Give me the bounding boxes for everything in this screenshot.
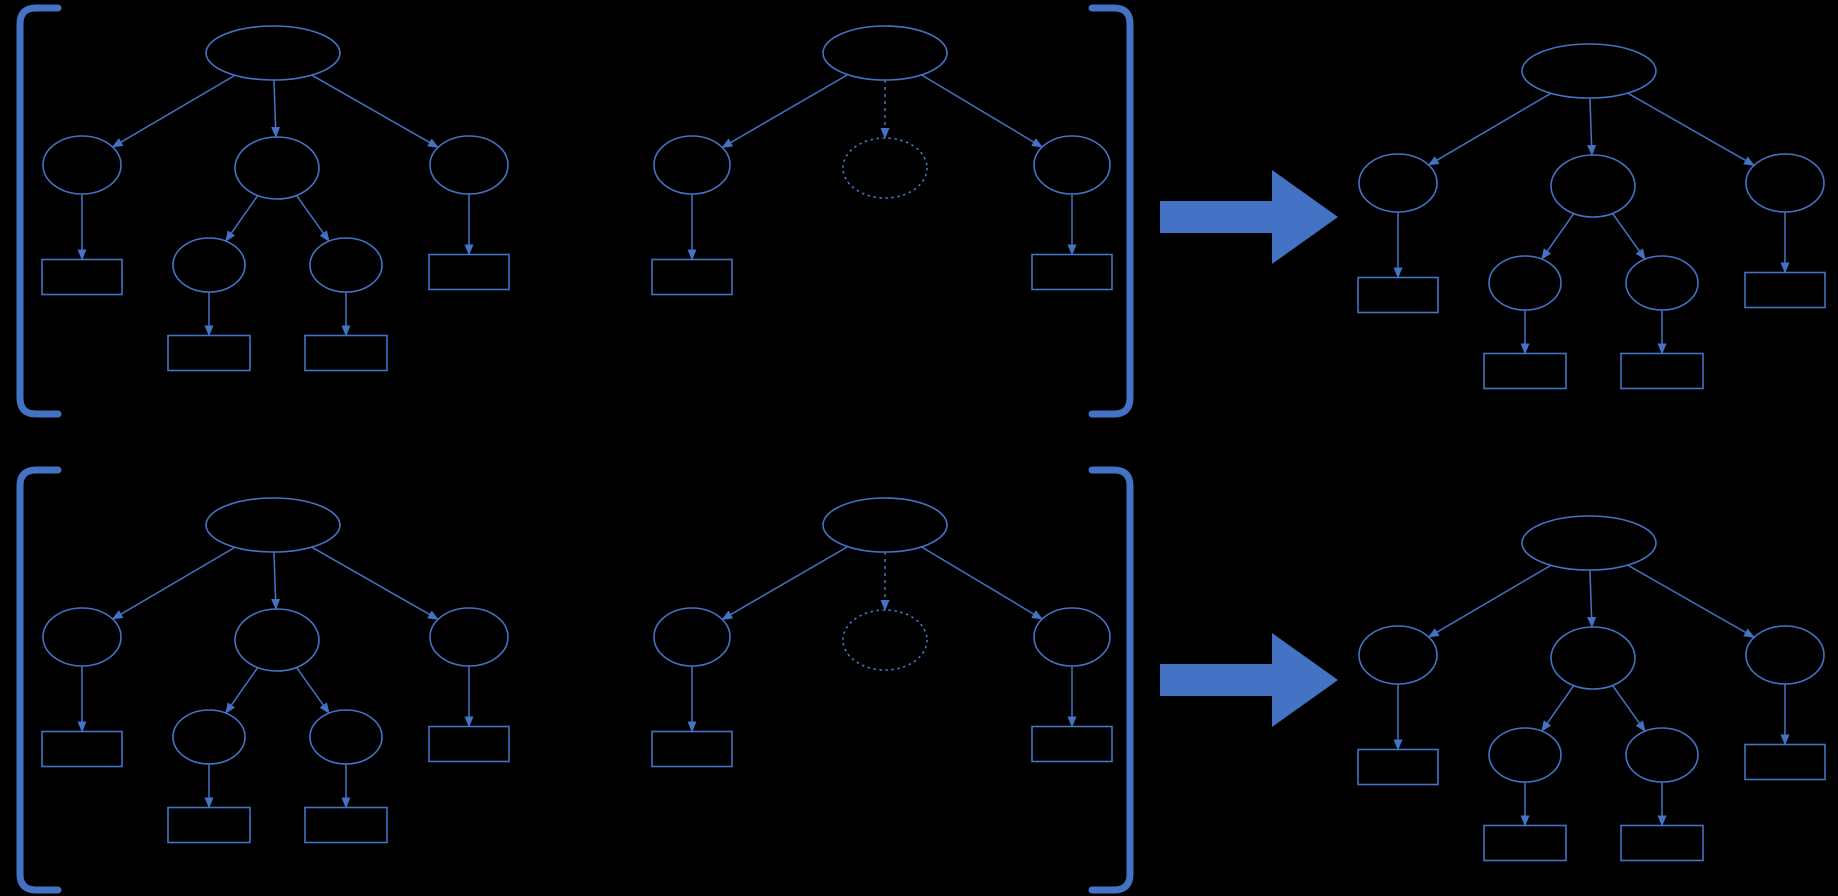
tree-node-leaf-mid-right xyxy=(1620,824,1704,862)
tree-node-leaf-right xyxy=(1744,743,1826,781)
tree-node-grandchild-left xyxy=(172,237,246,293)
tree-node-leaf-mid-right xyxy=(304,806,388,844)
tree-node-child-mid xyxy=(1550,626,1636,690)
tree-node-hole-placeholder xyxy=(842,137,928,199)
tree-node-grandchild-right xyxy=(1625,727,1699,783)
tree-node-child-mid xyxy=(234,608,320,672)
tree-node-leaf-left xyxy=(1357,276,1439,314)
tree-edge xyxy=(295,667,330,714)
tree-node-root xyxy=(205,497,341,553)
tree-node-leaf-left xyxy=(1357,748,1439,786)
tree-edge xyxy=(1627,564,1755,638)
tree-edge xyxy=(1541,213,1575,260)
tree-node-child-right xyxy=(1745,153,1825,213)
tree-edge xyxy=(721,73,849,149)
tree-node-child-right xyxy=(1745,625,1825,685)
tree-node-leaf-right xyxy=(1744,271,1826,309)
tree-node-grandchild-left xyxy=(1488,727,1562,783)
tree-node-grandchild-left xyxy=(1488,255,1562,311)
row1-source-tree xyxy=(41,25,510,372)
tree-edge xyxy=(271,79,281,139)
row2-close-bracket xyxy=(1088,466,1134,894)
tree-node-leaf-mid-right xyxy=(304,334,388,372)
tree-edge xyxy=(295,195,330,242)
row2-source-tree xyxy=(41,497,510,844)
tree-node-leaf-left xyxy=(41,730,123,768)
tree-node-child-right xyxy=(429,135,509,195)
row2-arrow-right-icon xyxy=(1160,633,1338,727)
tree-edge xyxy=(921,74,1043,148)
row1-close-bracket xyxy=(1088,4,1134,418)
tree-node-leaf-mid-left xyxy=(1483,352,1567,390)
tree-node-leaf-right xyxy=(1031,725,1113,763)
row2-open-bracket xyxy=(16,466,62,894)
tree-edge xyxy=(311,74,439,148)
row1-context-tree-with-hole xyxy=(651,25,1113,296)
row1-result-tree xyxy=(1357,43,1826,390)
tree-node-child-left xyxy=(42,135,122,195)
tree-node-child-right xyxy=(1033,135,1111,195)
tree-node-child-left xyxy=(653,607,731,667)
tree-edge xyxy=(1427,92,1552,166)
tree-edge xyxy=(311,546,439,620)
tree-node-grandchild-right xyxy=(309,237,383,293)
tree-node-child-mid xyxy=(1550,154,1636,218)
tree-node-root xyxy=(822,497,948,553)
tree-node-root xyxy=(1521,43,1657,99)
tree-node-leaf-right xyxy=(428,725,510,763)
tree-node-leaf-left xyxy=(651,258,733,296)
tree-node-root xyxy=(205,25,341,81)
tree-edge xyxy=(921,546,1043,620)
tree-node-leaf-right xyxy=(428,253,510,291)
tree-node-child-right xyxy=(429,607,509,667)
row1-open-bracket xyxy=(16,4,62,418)
tree-node-child-left xyxy=(653,135,731,195)
tree-node-grandchild-left xyxy=(172,709,246,765)
tree-node-grandchild-right xyxy=(309,709,383,765)
tree-node-leaf-mid-left xyxy=(1483,824,1567,862)
tree-edge xyxy=(721,545,849,621)
tree-node-grandchild-right xyxy=(1625,255,1699,311)
tree-node-child-mid xyxy=(234,136,320,200)
tree-edge xyxy=(111,74,236,148)
tree-edge xyxy=(111,546,236,620)
tree-edge xyxy=(225,667,259,714)
tree-edge xyxy=(1541,685,1575,732)
row2-context-tree-with-hole xyxy=(651,497,1113,768)
tree-node-leaf-mid-right xyxy=(1620,352,1704,390)
tree-edge xyxy=(271,551,281,611)
tree-node-leaf-mid-left xyxy=(167,334,251,372)
tree-edge xyxy=(1587,97,1597,157)
tree-edge xyxy=(1611,685,1646,732)
tree-node-leaf-left xyxy=(41,258,123,296)
tree-edge xyxy=(225,195,259,242)
tree-node-leaf-right xyxy=(1031,253,1113,291)
tree-node-root xyxy=(1521,515,1657,571)
tree-node-root xyxy=(822,25,948,81)
tree-edge xyxy=(1611,213,1646,260)
tree-node-leaf-mid-left xyxy=(167,806,251,844)
tree-node-child-left xyxy=(1358,625,1438,685)
tree-node-child-right xyxy=(1033,607,1111,667)
tree-node-child-left xyxy=(1358,153,1438,213)
tree-node-child-left xyxy=(42,607,122,667)
row1-arrow-right-icon xyxy=(1160,170,1338,264)
row2-result-tree xyxy=(1357,515,1826,862)
tree-node-leaf-left xyxy=(651,730,733,768)
tree-node-hole-placeholder xyxy=(842,609,928,671)
tree-edge xyxy=(1627,92,1755,166)
tree-edge xyxy=(1587,569,1597,629)
tree-edge xyxy=(1427,564,1552,638)
